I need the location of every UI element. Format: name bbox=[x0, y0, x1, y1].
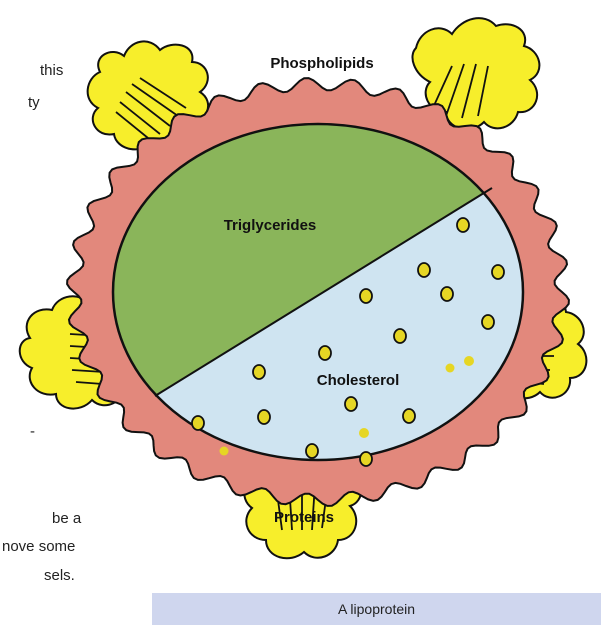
label-cholesterol: Cholesterol bbox=[317, 372, 400, 389]
cholesterol-dot bbox=[360, 289, 372, 303]
cholesterol-dot bbox=[464, 356, 474, 366]
cholesterol-dot bbox=[418, 263, 430, 277]
cholesterol-dot bbox=[345, 397, 357, 411]
cholesterol-dot bbox=[258, 410, 270, 424]
cholesterol-dot bbox=[319, 346, 331, 360]
cholesterol-dot bbox=[253, 365, 265, 379]
cholesterol-dot bbox=[457, 218, 469, 232]
cholesterol-dot bbox=[306, 444, 318, 458]
label-phospholipids: Phospholipids bbox=[270, 55, 373, 72]
label-proteins: Proteins bbox=[274, 509, 334, 526]
cholesterol-dot bbox=[394, 329, 406, 343]
label-triglycerides: Triglycerides bbox=[224, 217, 317, 234]
cholesterol-dot bbox=[441, 287, 453, 301]
cholesterol-dot bbox=[192, 416, 204, 430]
cholesterol-dot bbox=[482, 315, 494, 329]
cholesterol-dot bbox=[359, 428, 369, 438]
figure-caption: A lipoprotein bbox=[152, 593, 601, 625]
cholesterol-dot bbox=[360, 452, 372, 466]
cholesterol-dot bbox=[492, 265, 504, 279]
cholesterol-dot bbox=[403, 409, 415, 423]
cholesterol-dot bbox=[220, 447, 229, 456]
cholesterol-dot bbox=[446, 364, 455, 373]
